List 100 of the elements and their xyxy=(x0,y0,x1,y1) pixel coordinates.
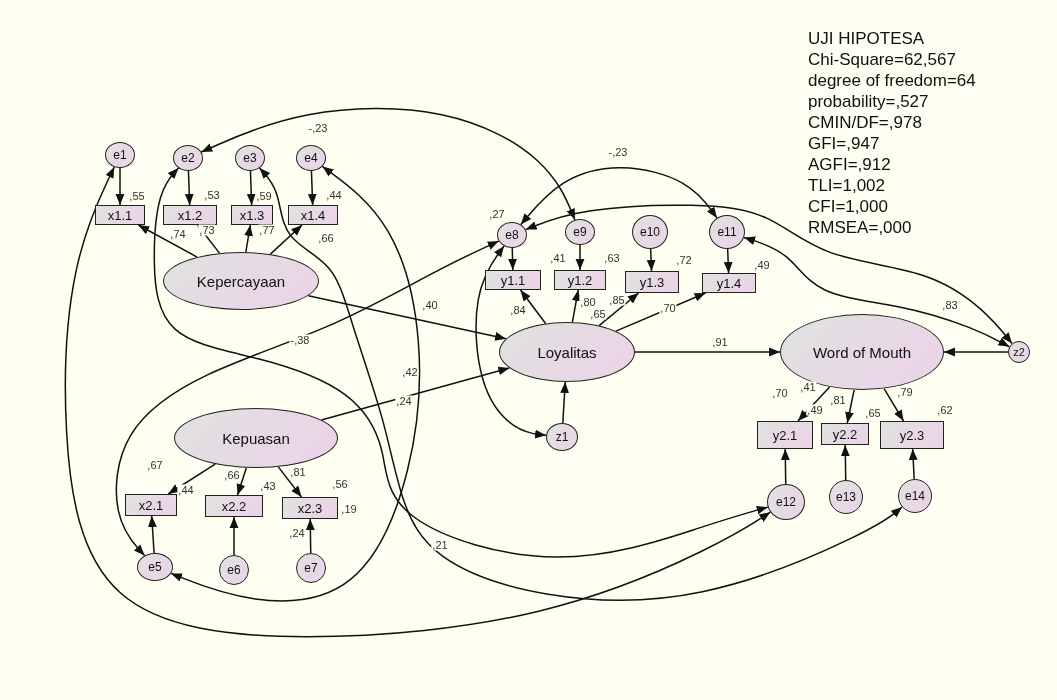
double-headed-arrow xyxy=(170,165,421,602)
edge-label: -,23 xyxy=(607,146,629,158)
error-term-circle: e13 xyxy=(829,480,863,514)
arrow xyxy=(840,444,850,481)
fit-statistic-text: RMSEA=,000 xyxy=(808,219,912,236)
fit-statistic-text: degree of freedom=64 xyxy=(808,72,976,89)
arrow xyxy=(244,224,253,253)
fit-statistic-text: probability=,527 xyxy=(808,93,929,110)
observed-variable-box: x1.2 xyxy=(163,205,217,225)
double-headed-arrow xyxy=(64,166,772,638)
edge-label: ,40 xyxy=(421,299,439,311)
arrow xyxy=(723,248,733,274)
estimate-label: ,62 xyxy=(936,404,954,416)
observed-variable-box: y1.1 xyxy=(485,270,541,290)
edge-label: ,91 xyxy=(711,336,729,348)
observed-variable-box: x1.1 xyxy=(95,205,145,225)
error-term-circle: e7 xyxy=(296,553,326,583)
observed-variable-box: y2.2 xyxy=(821,423,869,445)
arrow xyxy=(797,386,831,422)
double-headed-arrow xyxy=(475,245,547,439)
arrow xyxy=(508,247,517,271)
observed-variable-box: x2.2 xyxy=(205,495,263,517)
latent-variable-ellipse: Kepuasan xyxy=(174,408,338,468)
observed-variable-box: y2.3 xyxy=(880,421,944,449)
edge-label: ,21 xyxy=(431,539,449,551)
error-term-circle: e12 xyxy=(767,484,805,520)
arrow xyxy=(571,289,581,323)
double-headed-arrow xyxy=(115,240,500,557)
edge-label: ,70 xyxy=(659,302,677,314)
error-term-circle: e4 xyxy=(296,145,326,171)
estimate-label: ,56 xyxy=(331,478,349,490)
edge-label: ,73 xyxy=(198,224,216,236)
double-headed-arrow xyxy=(153,167,769,558)
error-term-circle: e6 xyxy=(219,555,249,585)
fit-statistic-text: AGFI=,912 xyxy=(808,156,891,173)
edge-label: -,23 xyxy=(307,122,329,134)
error-term-circle: z2 xyxy=(1008,341,1030,363)
estimate-label: ,41 xyxy=(549,252,567,264)
arrow xyxy=(137,224,198,258)
edge-label: ,66 xyxy=(223,469,241,481)
estimate-label: ,63 xyxy=(603,252,621,264)
error-term-circle: e10 xyxy=(632,215,668,249)
error-term-circle: e9 xyxy=(565,219,595,245)
estimate-label: ,65 xyxy=(589,308,607,320)
arrow xyxy=(115,167,125,206)
arrow xyxy=(598,292,640,327)
arrow xyxy=(575,244,585,271)
observed-variable-box: y1.3 xyxy=(625,271,679,293)
estimate-label: ,44 xyxy=(177,484,195,496)
double-headed-arrow xyxy=(524,204,1013,345)
estimate-label: ,41 xyxy=(799,381,817,393)
edge-label: ,24 xyxy=(395,395,413,407)
arrow xyxy=(943,347,1009,357)
double-headed-arrow xyxy=(200,107,576,221)
error-term-circle: e11 xyxy=(709,215,745,249)
latent-variable-ellipse: Loyalitas xyxy=(499,322,635,382)
arrow xyxy=(646,248,656,272)
edge-label: ,81 xyxy=(289,466,307,478)
error-term-circle: e5 xyxy=(137,553,173,581)
title: UJI HIPOTESA xyxy=(808,30,925,47)
fit-statistic-text: Chi-Square=62,567 xyxy=(808,51,956,68)
estimate-label: ,65 xyxy=(864,407,882,419)
arrow xyxy=(615,292,707,332)
observed-variable-box: x2.3 xyxy=(282,497,338,519)
edge-label: ,85 xyxy=(608,294,626,306)
double-headed-arrow xyxy=(258,167,903,601)
edge-label: ,79 xyxy=(896,386,914,398)
fit-statistic-text: CFI=1,000 xyxy=(808,198,888,215)
error-term-circle: e1 xyxy=(105,142,135,168)
arrow xyxy=(167,463,216,495)
double-headed-arrow xyxy=(520,166,718,226)
arrow xyxy=(305,518,315,554)
error-term-circle: e3 xyxy=(235,145,265,171)
estimate-label: ,72 xyxy=(675,254,693,266)
error-term-circle: e8 xyxy=(497,222,527,248)
latent-variable-ellipse: Kepercayaan xyxy=(163,252,319,310)
edge-label: ,74 xyxy=(169,228,187,240)
arrow xyxy=(229,516,239,556)
arrow xyxy=(780,448,790,485)
arrow xyxy=(320,366,511,421)
estimate-label: ,24 xyxy=(288,527,306,539)
observed-variable-box: y1.2 xyxy=(554,270,606,290)
edge-label: ,77 xyxy=(258,224,276,236)
arrow xyxy=(269,224,303,255)
edge-label: ,81 xyxy=(829,394,847,406)
arrow xyxy=(197,224,221,254)
estimate-label: ,43 xyxy=(259,480,277,492)
observed-variable-box: y2.1 xyxy=(757,421,813,449)
fit-statistic-text: CMIN/DF=,978 xyxy=(808,114,922,131)
observed-variable-box: x2.1 xyxy=(125,494,177,516)
estimate-label: ,49 xyxy=(806,404,824,416)
arrow xyxy=(184,170,194,206)
fit-statistic-text: GFI=,947 xyxy=(808,135,880,152)
error-term-circle: e2 xyxy=(173,145,203,171)
estimate-label: ,49 xyxy=(753,259,771,271)
observed-variable-box: y1.4 xyxy=(702,273,756,293)
error-term-circle: e14 xyxy=(898,479,932,513)
estimate-label: ,55 xyxy=(128,190,146,202)
arrow xyxy=(560,381,569,424)
arrow xyxy=(307,294,507,341)
